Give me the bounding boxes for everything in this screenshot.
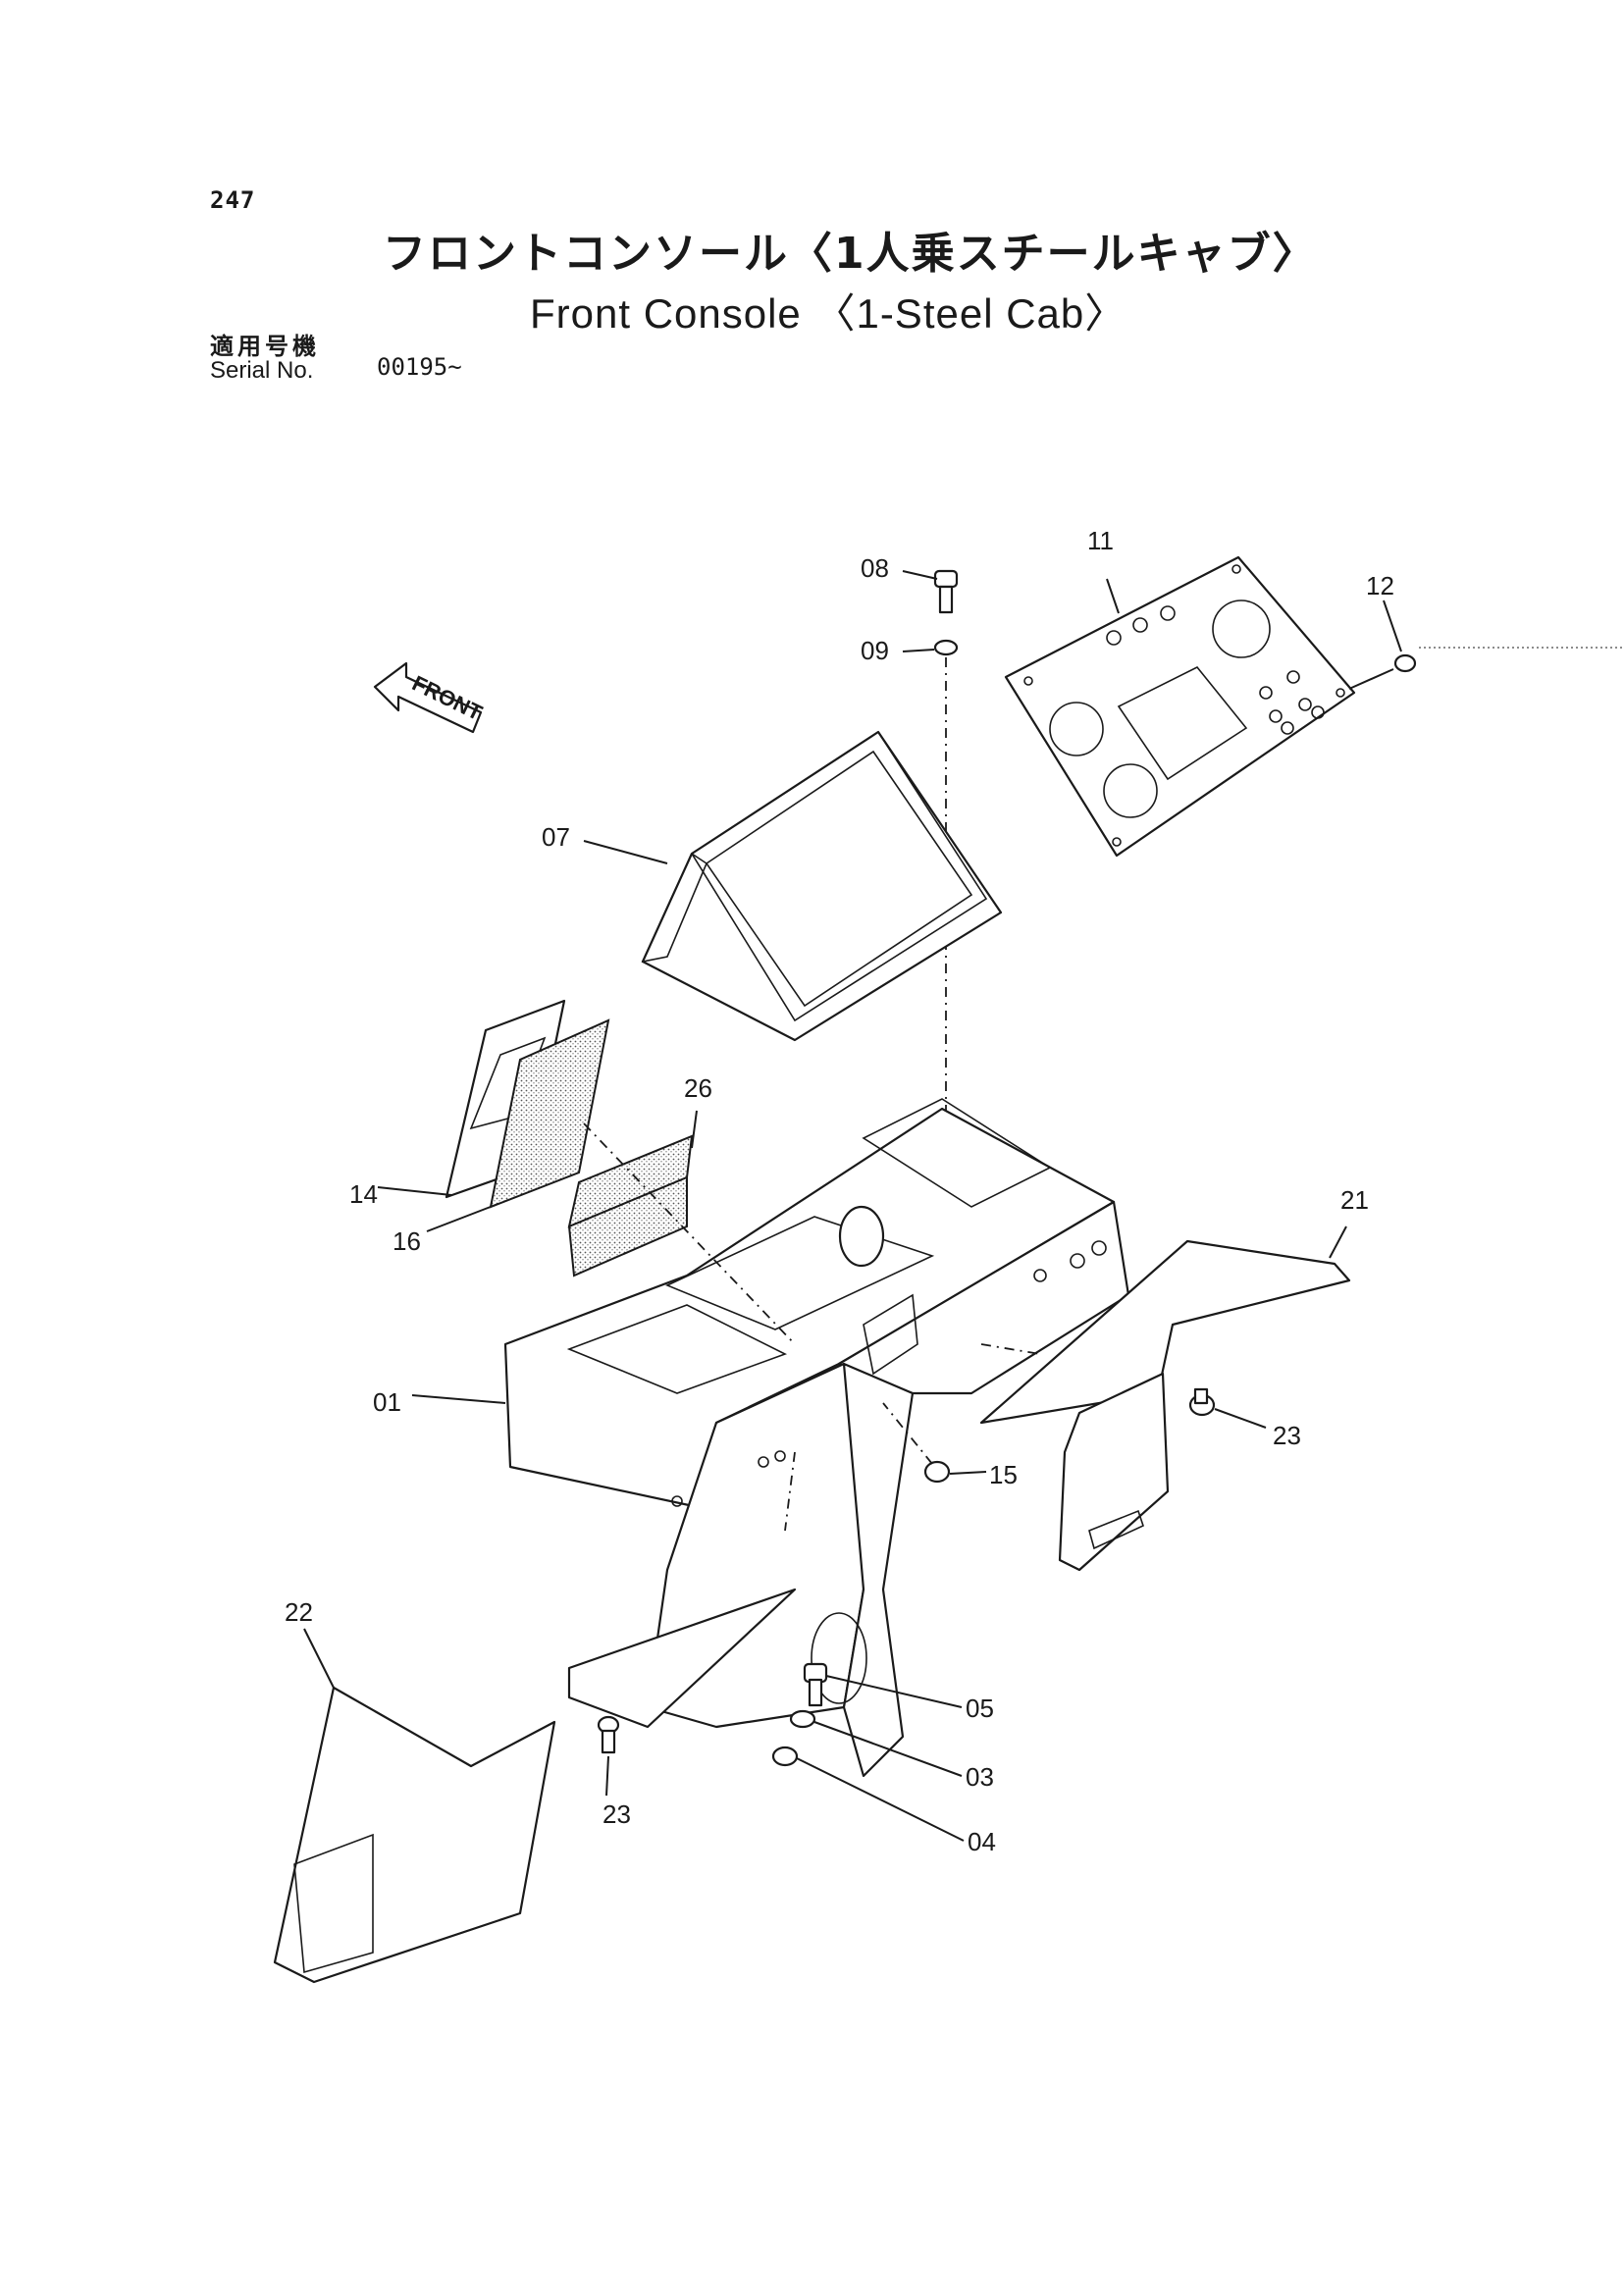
part-03-washer [789,1709,816,1729]
leader-11 [1106,578,1120,614]
part-22-cover [273,1588,797,1984]
serial-label-japanese: 適用号機 [210,333,320,360]
leader-03 [813,1721,963,1777]
part-label-05: 05 [966,1694,994,1723]
part-23-bolt-left [597,1715,620,1754]
leader-04 [796,1757,965,1842]
serial-label-english: Serial No. [210,357,314,384]
serial-label: 適用号機 Serial No. [210,334,320,383]
part-label-22: 22 [285,1597,313,1627]
part-label-15: 15 [989,1460,1018,1489]
serial-number-value: 00195~ [377,353,462,381]
leader-21 [1329,1225,1347,1259]
leader-23-right [1214,1408,1267,1429]
part-15-bolt [882,1402,951,1484]
part-08-bolt [933,569,959,614]
part-label-21: 21 [1340,1185,1369,1215]
front-direction-arrow: FRONT [373,661,487,734]
part-label-08: 08 [861,553,889,583]
leader-15 [949,1471,987,1475]
leader-08 [902,570,938,580]
page-number: 247 [210,186,256,214]
part-label-14: 14 [349,1179,378,1209]
title-english: Front Console 〈1-Steel Cab〉 [530,290,1127,337]
title-japanese: フロントコンソール〈1人乗スチールキャブ〉 [383,229,1318,279]
part-21-cover [979,1239,1351,1425]
part-label-16: 16 [393,1226,421,1256]
part-label-09: 09 [861,636,889,665]
leader-05 [825,1675,963,1708]
part-label-03: 03 [966,1762,994,1792]
leader-23-left [605,1755,609,1797]
bracket-right [1058,1372,1170,1572]
part-07-hood [641,730,1003,1042]
part-11-instrument-panel [1004,555,1356,858]
part-label-26: 26 [684,1073,712,1103]
part-label-11: 11 [1087,526,1114,555]
part-label-23-right: 23 [1273,1421,1301,1450]
part-09-washer [933,639,959,656]
part-23-bolt-right [1188,1387,1216,1417]
part-label-12: 12 [1366,571,1394,600]
part-16-filter-pad [489,1018,610,1209]
leader-26 [691,1110,698,1149]
leader-22 [303,1628,335,1689]
part-12-screw [1348,653,1417,690]
part-04-washer [771,1746,799,1767]
part-26-foam-block [567,1134,694,1277]
part-label-23-left: 23 [602,1799,631,1829]
leader-14 [377,1186,452,1196]
leader-12 [1383,600,1402,652]
part-label-04: 04 [968,1827,996,1856]
leader-09 [902,649,935,652]
part-label-07: 07 [542,822,570,852]
part-label-01: 01 [373,1387,401,1417]
leader-16 [426,1204,497,1232]
leader-01 [411,1394,506,1404]
part-05-bolt [803,1662,828,1707]
leader-07 [583,840,668,864]
